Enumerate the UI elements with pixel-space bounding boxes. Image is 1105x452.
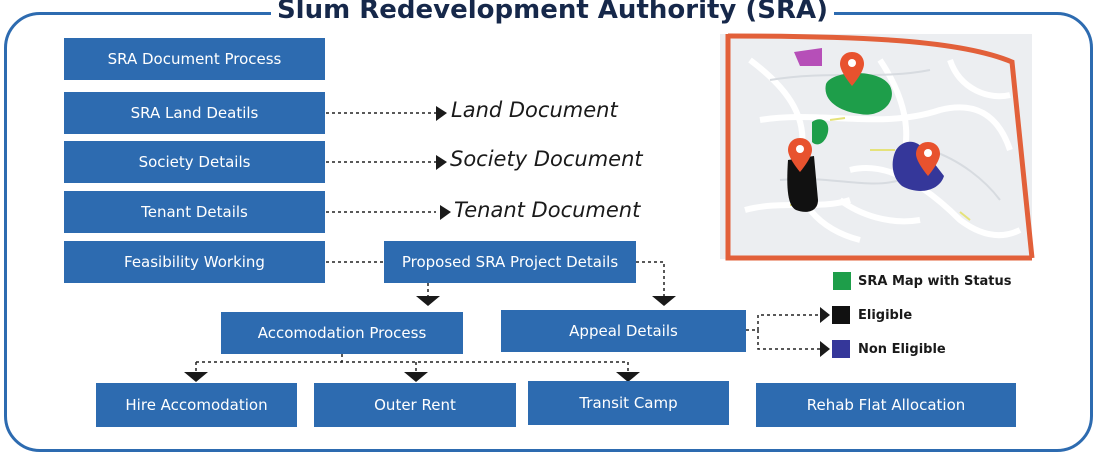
box-accomodation-process: Accomodation Process [221,312,463,354]
arrow-accomodation [416,296,440,306]
box-rehab-flat-allocation: Rehab Flat Allocation [756,383,1016,427]
arrow-appeal [652,296,676,306]
legend-label-map-status: SRA Map with Status [858,274,1012,289]
box-appeal-details: Appeal Details [501,310,746,352]
connector-eligible [746,314,820,331]
map-border-right [727,33,1035,259]
arrow-outer [404,372,428,382]
box-proposed-sra-project-details: Proposed SRA Project Details [384,241,636,283]
box-society-details: Society Details [64,141,325,183]
box-sra-land-details: SRA Land Deatils [64,92,325,134]
box-hire-accomodation: Hire Accomodation [96,383,297,427]
connector-non-eligible [757,330,820,350]
box-tenant-details: Tenant Details [64,191,325,233]
connector-accomodation-bus [341,354,628,363]
box-outer-rent: Outer Rent [314,383,516,427]
map-pin-green [840,52,864,86]
arrow-hire [184,372,208,382]
map-green-area [825,73,892,115]
legend-swatch-map-status [833,272,851,290]
arrow-tenant [440,205,451,220]
legend-swatch-eligible [832,306,850,324]
box-transit-camp: Transit Camp [528,381,729,425]
arrow-society [436,155,447,170]
map-pin-black [788,138,812,172]
map-non-eligible-area [892,141,944,191]
map-border-left [725,34,1032,261]
arrow-eligible [820,307,830,323]
arrow-land [436,106,447,121]
label-society-document: Society Document [450,147,643,171]
legend-swatch-non-eligible [832,340,850,358]
box-sra-document-process: SRA Document Process [64,38,325,80]
map-purple-area [794,48,822,66]
diagram-title: Slum Redevelopment Authority (SRA) [0,0,1105,26]
legend-label-non-eligible: Non Eligible [858,342,946,357]
map-green-strip [812,119,829,145]
label-tenant-document: Tenant Document [454,198,641,222]
connector-proposed-appeal [636,261,665,296]
map-pin-blue [916,142,940,176]
map-eligible-area [787,156,818,212]
box-feasibility-working: Feasibility Working [64,241,325,283]
legend-label-eligible: Eligible [858,308,913,323]
map-background [720,34,1032,259]
arrow-non-eligible [820,341,830,357]
label-land-document: Land Document [451,98,618,122]
sra-map [720,33,1035,261]
arrow-transit [616,372,640,382]
